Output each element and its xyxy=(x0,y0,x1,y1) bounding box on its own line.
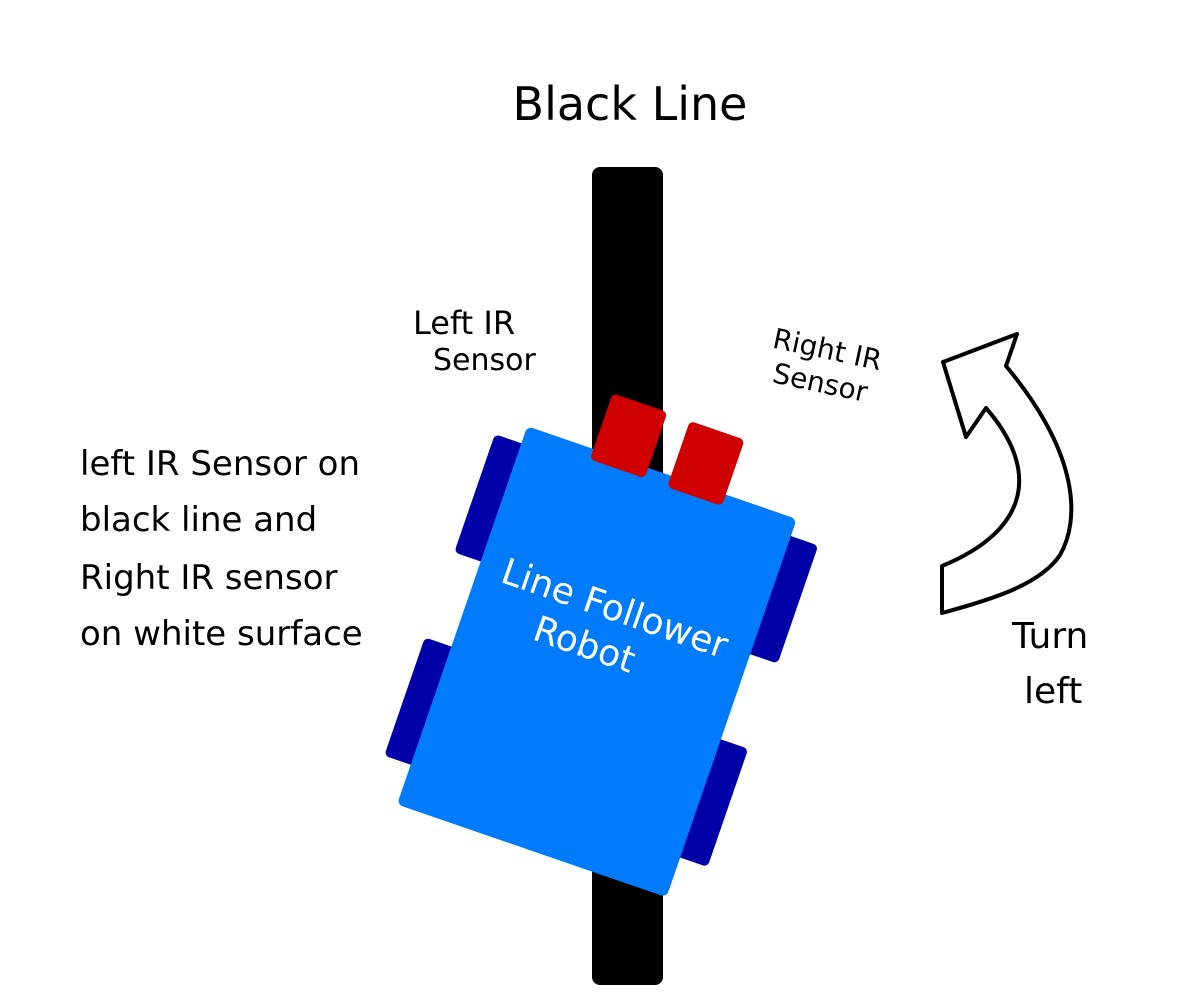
curved-arrow-left-icon xyxy=(940,332,1074,615)
condition-text-line4: on white surface xyxy=(80,614,363,654)
right-ir-sensor xyxy=(668,422,744,505)
robot: Line Follower Robot xyxy=(385,394,817,896)
left-ir-sensor-label-line1: Left IR xyxy=(413,304,515,342)
condition-text-line3: Right IR sensor xyxy=(80,558,337,598)
turn-left-label-line2: left xyxy=(1024,671,1082,712)
robot-body xyxy=(398,427,796,896)
turn-left-label-line1: Turn xyxy=(1011,616,1088,657)
condition-text-line1: left IR Sensor on xyxy=(80,444,360,484)
left-ir-sensor-label-line2: Sensor xyxy=(433,343,536,378)
left-ir-sensor xyxy=(591,394,667,477)
condition-text-line2: black line and xyxy=(80,500,317,540)
black-line-title: Black Line xyxy=(513,77,748,131)
